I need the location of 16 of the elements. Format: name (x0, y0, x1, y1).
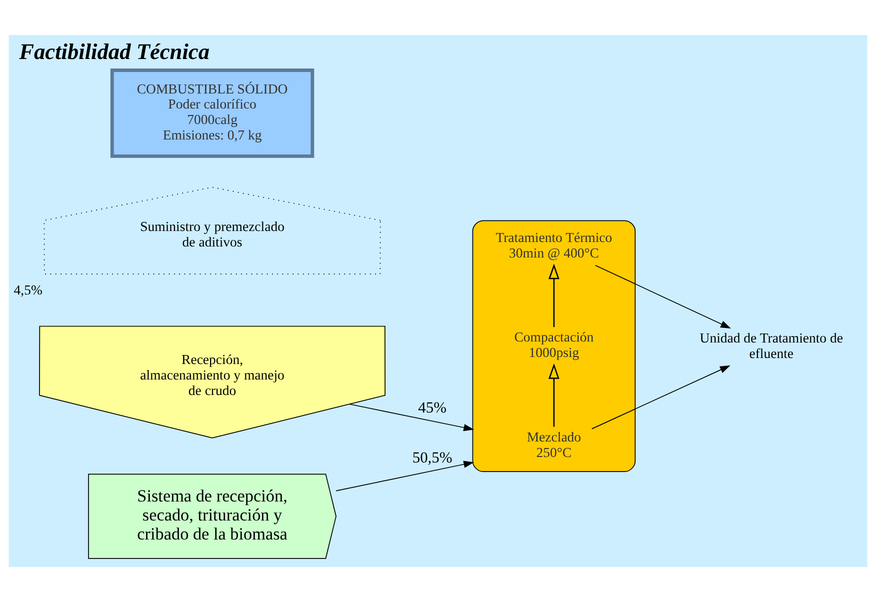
node-text: Tratamiento Térmico 30min @ 400°C (496, 229, 612, 260)
node-text: Unidad de Tratamiento de efluente (700, 330, 843, 360)
arrow (548, 263, 560, 327)
edge-label: 45% (418, 399, 447, 416)
arrow (336, 460, 474, 491)
diagram-title: Factibilidad Técnica (19, 38, 210, 64)
arrow (594, 264, 731, 328)
arrow (591, 364, 730, 429)
node-text: Compactación 1000psig (514, 329, 594, 360)
arrow (349, 403, 474, 431)
edge-label: 50,5% (412, 448, 452, 466)
cluster (472, 220, 636, 472)
node-label: 4,5% (14, 282, 42, 297)
node-box: COMBUSTIBLE SÓLIDO Poder calorífico 7000calg Emisiones: 0,7 kg (110, 68, 314, 158)
node-text: Mezclado 250°C (526, 428, 582, 460)
arrow (548, 362, 560, 426)
